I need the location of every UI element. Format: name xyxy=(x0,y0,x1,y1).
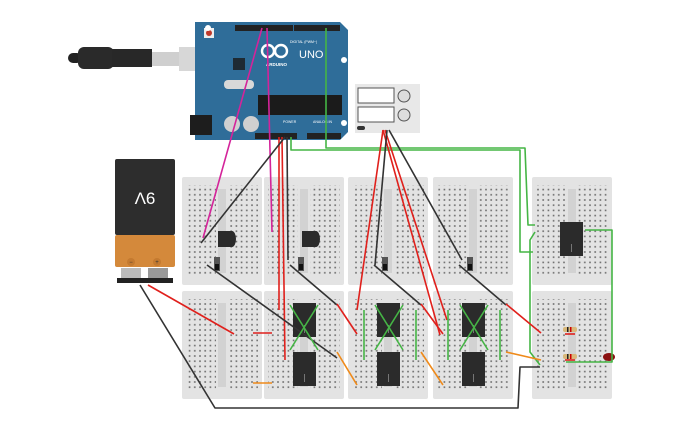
wire-magenta[interactable] xyxy=(202,27,263,239)
wire-red[interactable] xyxy=(147,284,235,335)
arduino-brand-text: ARDUINO xyxy=(266,62,287,67)
wire-green[interactable] xyxy=(459,304,489,351)
wire-black[interactable] xyxy=(374,129,388,266)
crystal xyxy=(224,80,254,89)
breadboard[interactable] xyxy=(182,291,262,399)
battery-plus-sign: + xyxy=(155,260,159,266)
wire-black[interactable] xyxy=(200,136,286,244)
wire-orange[interactable] xyxy=(336,351,358,386)
wire-black[interactable] xyxy=(388,129,463,261)
relay-chip[interactable] xyxy=(293,303,316,337)
wire-black[interactable] xyxy=(373,264,422,306)
breadboard[interactable] xyxy=(433,291,513,399)
resistor[interactable] xyxy=(563,327,577,332)
wire-black[interactable] xyxy=(286,136,289,261)
wire-red[interactable] xyxy=(420,303,444,335)
wire-black[interactable] xyxy=(458,264,507,306)
breadboard[interactable] xyxy=(433,177,513,285)
power-header xyxy=(255,133,297,139)
battery-minus-sign: − xyxy=(129,260,133,266)
digital-header-left xyxy=(235,25,293,31)
wire-black[interactable] xyxy=(289,264,338,306)
breadboard[interactable] xyxy=(348,177,428,285)
analog-header-label: ANALOG IN xyxy=(313,120,333,124)
digital-header-label: DIGITAL (PWM~) xyxy=(290,40,317,44)
wire-green[interactable] xyxy=(566,229,613,363)
wire-orange[interactable] xyxy=(420,351,444,386)
wire-black[interactable] xyxy=(139,284,540,409)
relay-chip[interactable] xyxy=(462,303,485,337)
usb-cable[interactable] xyxy=(68,47,201,71)
wire-orange[interactable] xyxy=(505,351,542,361)
wire-red[interactable] xyxy=(382,129,441,336)
slide-switch[interactable] xyxy=(214,257,220,271)
slide-switch[interactable] xyxy=(467,257,473,271)
led[interactable] xyxy=(603,353,615,361)
arduino-uno-board[interactable]: ARDUINO UNO DIGITAL (PWM~) POWER ANALOG … xyxy=(190,22,348,140)
resistor[interactable] xyxy=(563,354,577,359)
relay-chip[interactable] xyxy=(462,352,485,386)
wire-red[interactable] xyxy=(356,129,384,311)
wire-black[interactable] xyxy=(206,264,338,359)
wire-red[interactable] xyxy=(384,129,448,321)
wires xyxy=(139,27,613,409)
wire-red[interactable] xyxy=(505,303,542,334)
relay-chip[interactable] xyxy=(377,352,400,386)
slide-switch[interactable] xyxy=(298,257,304,271)
wire-green[interactable] xyxy=(374,304,404,351)
digital-header-right xyxy=(294,25,340,31)
relay-chip[interactable] xyxy=(560,222,583,256)
power-header-label: POWER xyxy=(283,120,297,124)
wire-green[interactable] xyxy=(325,28,535,226)
wire-red[interactable] xyxy=(281,136,286,361)
relay-chip[interactable] xyxy=(377,303,400,337)
slide-switch[interactable] xyxy=(382,257,388,271)
battery-label: 9V xyxy=(134,189,155,208)
wire-red[interactable] xyxy=(336,303,358,335)
analog-header xyxy=(307,133,341,139)
arduino-model-text: UNO xyxy=(299,49,324,61)
reset-button xyxy=(206,30,212,36)
transistor[interactable] xyxy=(302,231,320,247)
transistor[interactable] xyxy=(218,231,236,247)
atmega-chip xyxy=(258,95,342,115)
components xyxy=(214,222,615,386)
relay-module[interactable] xyxy=(355,84,420,133)
wire-green[interactable] xyxy=(290,137,533,253)
battery-9v[interactable]: 9V − + xyxy=(115,159,175,283)
wire-green[interactable] xyxy=(289,304,319,351)
wire-magenta[interactable] xyxy=(266,27,273,233)
breadboard[interactable] xyxy=(532,291,612,399)
dc-jack xyxy=(190,115,212,135)
relay-chip[interactable] xyxy=(293,352,316,386)
